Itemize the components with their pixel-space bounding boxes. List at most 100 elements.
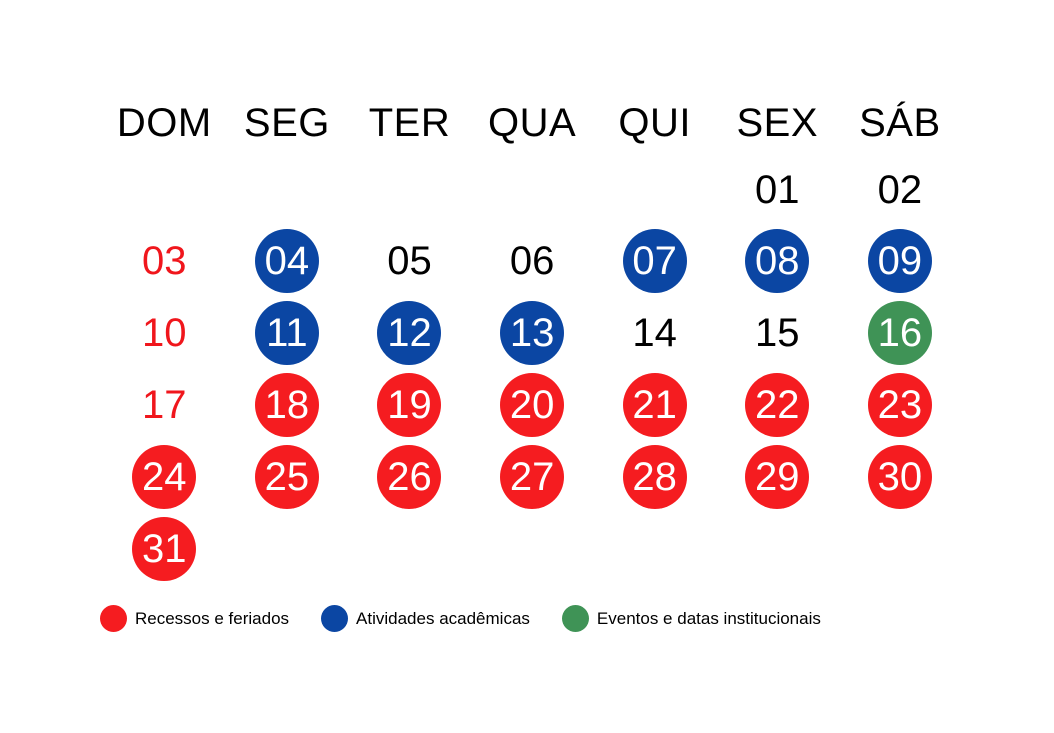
calendar-day: 02 [839, 155, 962, 225]
calendar-empty-cell [226, 155, 349, 225]
day-number: 27 [509, 455, 555, 499]
day-number: 01 [755, 168, 800, 212]
calendar-day: 01 [716, 155, 839, 225]
day-number: 18 [264, 383, 310, 427]
day-number: 22 [755, 383, 800, 427]
weekday-qua: QUA [487, 101, 577, 145]
day-number: 25 [264, 455, 310, 499]
calendar-empty-cell [103, 155, 226, 225]
holiday-marker: 21 [622, 373, 687, 437]
calendar-day-academic: 09 [839, 225, 962, 297]
calendar-day-holiday: 18 [226, 369, 349, 441]
calendar-day-holiday: 21 [593, 369, 716, 441]
holiday-marker: 31 [132, 517, 197, 581]
holiday-marker: 20 [500, 373, 565, 437]
calendar-week-row: 31 [103, 513, 961, 585]
calendar-day: 15 [716, 297, 839, 369]
day-number: 09 [877, 239, 923, 283]
day-number: 21 [632, 383, 677, 427]
calendar-day-holiday: 29 [716, 441, 839, 513]
holiday-marker: 28 [622, 445, 687, 509]
legend-dot-academic [321, 605, 349, 632]
calendar-empty-cell [471, 513, 594, 585]
weekday-sex: SEX [736, 101, 819, 145]
calendar-day: 10 [103, 297, 226, 369]
day-number: 14 [632, 311, 677, 355]
day-number: 30 [877, 455, 923, 499]
day-number: 05 [387, 239, 432, 283]
calendar-day-holiday: 27 [471, 441, 594, 513]
holiday-marker: 19 [377, 373, 442, 437]
weekday-sab: SÁB [859, 101, 941, 145]
day-number: 19 [387, 383, 432, 427]
day-number: 12 [387, 311, 432, 355]
calendar: DOM SEG TER QUA QUI SEX SÁB 01 02 03 04 05 06… [103, 95, 961, 585]
academic-marker: 07 [622, 229, 687, 293]
calendar-day-academic: 11 [226, 297, 349, 369]
legend-label: Eventos e datas institucionais [596, 608, 821, 628]
weekday-header-row: DOM SEG TER QUA QUI SEX SÁB [103, 95, 961, 151]
day-number: 28 [632, 455, 677, 499]
holiday-marker: 25 [254, 445, 319, 509]
academic-marker: 04 [254, 229, 319, 293]
holiday-marker: 30 [867, 445, 932, 509]
day-number: 31 [142, 527, 187, 571]
legend-item-academic: Atividades acadêmicas [321, 605, 530, 632]
calendar-day: 17 [103, 369, 226, 441]
calendar-day-academic: 12 [348, 297, 471, 369]
day-number: 24 [142, 455, 187, 499]
calendar-empty-cell [348, 513, 471, 585]
academic-marker: 11 [254, 301, 319, 365]
calendar-day-holiday: 20 [471, 369, 594, 441]
calendar-week-row: 24 25 26 27 28 29 30 [103, 441, 961, 513]
holiday-marker: 24 [132, 445, 197, 509]
day-number: 03 [142, 239, 187, 283]
calendar-week-row: 03 04 05 06 07 08 09 [103, 225, 961, 297]
holiday-marker: 29 [745, 445, 810, 509]
calendar-day-holiday: 26 [348, 441, 471, 513]
day-number: 16 [877, 311, 923, 355]
day-number: 10 [142, 311, 187, 355]
calendar-day-holiday: 19 [348, 369, 471, 441]
academic-marker: 12 [377, 301, 442, 365]
weekday-seg: SEG [243, 101, 330, 145]
day-number: 17 [142, 383, 187, 427]
calendar-day-event: 16 [839, 297, 962, 369]
calendar-day: 06 [471, 225, 594, 297]
holiday-marker: 18 [254, 373, 319, 437]
day-number: 20 [509, 383, 555, 427]
legend-dot-holiday [100, 605, 127, 632]
calendar-day-holiday: 24 [103, 441, 226, 513]
calendar-day: 05 [348, 225, 471, 297]
calendar-day-holiday: 31 [103, 513, 226, 585]
calendar-day-holiday: 22 [716, 369, 839, 441]
holiday-marker: 23 [867, 373, 932, 437]
legend-label: Atividades acadêmicas [356, 608, 530, 628]
day-number: 26 [387, 455, 432, 499]
calendar-week-row: 10 11 12 13 14 15 16 [103, 297, 961, 369]
calendar-day: 03 [103, 225, 226, 297]
calendar-day-holiday: 28 [593, 441, 716, 513]
calendar-empty-cell [226, 513, 349, 585]
calendar-day-holiday: 23 [839, 369, 962, 441]
calendar-empty-cell [593, 155, 716, 225]
calendar-day-academic: 07 [593, 225, 716, 297]
calendar-empty-cell [593, 513, 716, 585]
day-number: 08 [755, 239, 800, 283]
day-number: 02 [877, 168, 923, 212]
calendar-week-row: 17 18 19 20 21 22 23 [103, 369, 961, 441]
calendar-week-row: 01 02 [103, 155, 961, 225]
day-number: 07 [632, 239, 677, 283]
weekday-dom: DOM [116, 101, 212, 145]
calendar-empty-cell [839, 513, 962, 585]
calendar-grid: 01 02 03 04 05 06 07 08 09 10 11 12 13 14 15 16 17 18 19 20… [103, 155, 961, 585]
day-number: 11 [266, 311, 308, 355]
holiday-marker: 26 [377, 445, 442, 509]
holiday-marker: 27 [500, 445, 565, 509]
day-number: 13 [509, 311, 555, 355]
legend-item-holiday: Recessos e feriados [100, 605, 289, 632]
calendar-day-academic: 08 [716, 225, 839, 297]
holiday-marker: 22 [745, 373, 810, 437]
day-number: 06 [509, 239, 555, 283]
calendar-day-academic: 04 [226, 225, 349, 297]
